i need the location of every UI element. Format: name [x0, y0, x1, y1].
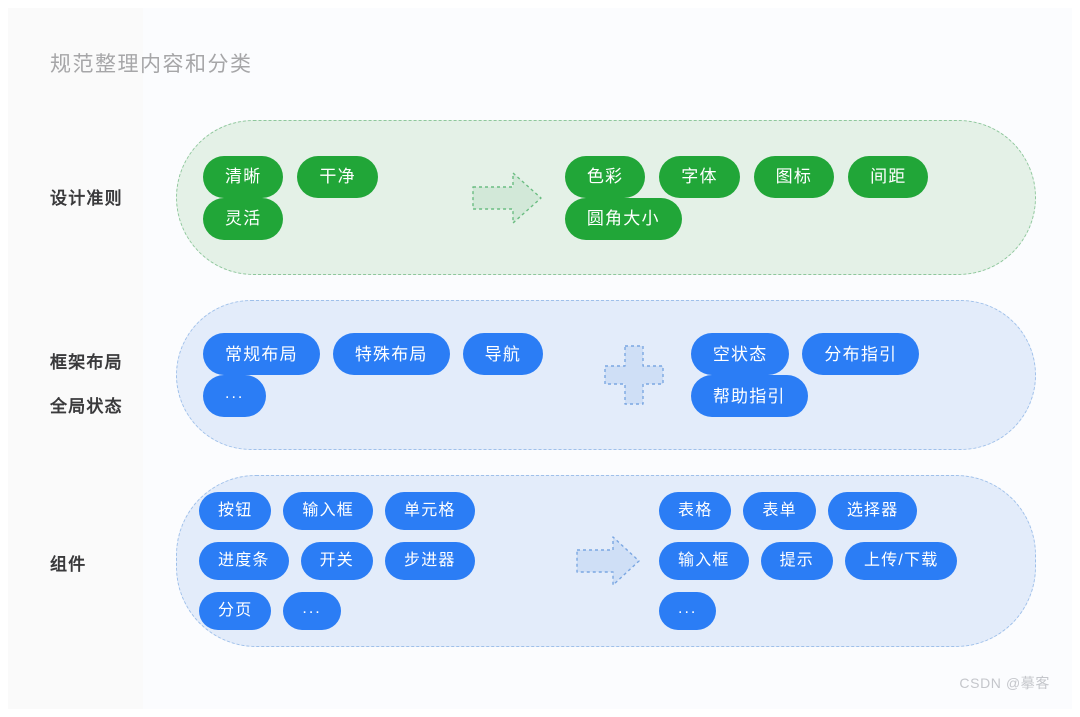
pill-qingxi[interactable]: 清晰 [203, 155, 284, 198]
pill-jindutiao[interactable]: 进度条 [199, 542, 289, 580]
row-label-line: 设计准则 [50, 189, 123, 208]
pill-teshubuju[interactable]: 特殊布局 [332, 333, 450, 375]
pill-more[interactable]: ... [203, 375, 267, 417]
arrow-right-icon [472, 171, 542, 224]
pill-anniu[interactable]: 按钮 [199, 492, 272, 530]
pill-more[interactable]: ... [283, 592, 341, 630]
framework-left-group: 常规布局 特殊布局 导航 ... [203, 333, 573, 417]
components-right-group: 表格 表单 选择器 输入框 提示 上传/下载 ... [659, 492, 1013, 630]
design-principles-left-group: 清晰 干净 灵活 [203, 155, 445, 240]
page-title: 规范整理内容和分类 [50, 53, 253, 76]
pill-jianju[interactable]: 间距 [848, 155, 929, 198]
pill-danyuange[interactable]: 单元格 [385, 492, 475, 530]
row-framework-layout: 框架布局 全局状态 常规布局 特殊布局 导航 ... 空状态 分布指 [8, 300, 1072, 455]
pill-biaoge[interactable]: 表格 [659, 492, 732, 530]
row-label-components: 组件 [50, 548, 86, 582]
panel-components: 按钮 输入框 单元格 进度条 开关 步进器 分页 ... 表格 表单 [176, 475, 1036, 647]
framework-right-group: 空状态 分布指引 帮助指引 [690, 333, 1009, 417]
pill-ganjing[interactable]: 干净 [297, 155, 378, 198]
pill-fenbuzhiyin[interactable]: 分布指引 [802, 333, 920, 375]
pill-biaodan[interactable]: 表单 [743, 492, 816, 530]
pill-changguibuju[interactable]: 常规布局 [203, 333, 320, 375]
panel-design-principles: 清晰 干净 灵活 色彩 字体 图标 间距 圆角大小 [176, 120, 1036, 275]
pill-shurukuang[interactable]: 输入框 [659, 542, 749, 580]
panel-framework-layout: 常规布局 特殊布局 导航 ... 空状态 分布指引 帮助指引 [176, 300, 1036, 450]
pill-bujinqi[interactable]: 步进器 [385, 542, 475, 580]
components-left-group: 按钮 输入框 单元格 进度条 开关 步进器 分页 ... [199, 492, 551, 630]
pill-linghuo[interactable]: 灵活 [203, 197, 284, 240]
row-components: 组件 按钮 输入框 单元格 进度条 开关 步进器 分页 ... [8, 475, 1072, 655]
pill-more[interactable]: ... [659, 592, 717, 630]
pill-ziti[interactable]: 字体 [659, 155, 740, 198]
pill-daohang[interactable]: 导航 [462, 333, 544, 375]
pill-fenye[interactable]: 分页 [199, 592, 272, 630]
poster-canvas: 规范整理内容和分类 设计准则 清晰 干净 灵活 色彩 [8, 8, 1072, 709]
row-design-principles: 设计准则 清晰 干净 灵活 色彩 字体 图标 间距 [8, 120, 1072, 280]
pill-tubiao[interactable]: 图标 [753, 155, 835, 198]
design-principles-right-group: 色彩 字体 图标 间距 圆角大小 [564, 155, 1009, 240]
pill-tishi[interactable]: 提示 [760, 542, 834, 580]
row-label-line: 组件 [50, 555, 87, 574]
connector-arrow-right [471, 169, 543, 227]
row-label-design-principles: 设计准则 [50, 182, 123, 216]
pill-kongzhuangtai[interactable]: 空状态 [690, 333, 790, 375]
pill-shurukuang[interactable]: 输入框 [283, 492, 374, 530]
arrow-right-icon [576, 536, 640, 586]
plus-icon [604, 345, 664, 405]
connector-arrow-right [575, 534, 641, 588]
pill-secai[interactable]: 色彩 [564, 155, 646, 198]
connector-plus [603, 344, 665, 406]
row-label-framework-layout: 框架布局 全局状态 [50, 346, 123, 424]
row-label-line: 框架布局 [50, 353, 123, 372]
pill-xuanzeqi[interactable]: 选择器 [827, 492, 918, 530]
row-label-line: 全局状态 [50, 397, 123, 416]
pill-shangchuanxiazai[interactable]: 上传/下载 [845, 542, 958, 580]
pill-yuanjiaodaxiao[interactable]: 圆角大小 [564, 197, 682, 240]
pill-bangzhuzhiyin[interactable]: 帮助指引 [690, 375, 808, 417]
pill-kaiguan[interactable]: 开关 [300, 542, 374, 580]
watermark: CSDN @摹客 [959, 675, 1050, 691]
